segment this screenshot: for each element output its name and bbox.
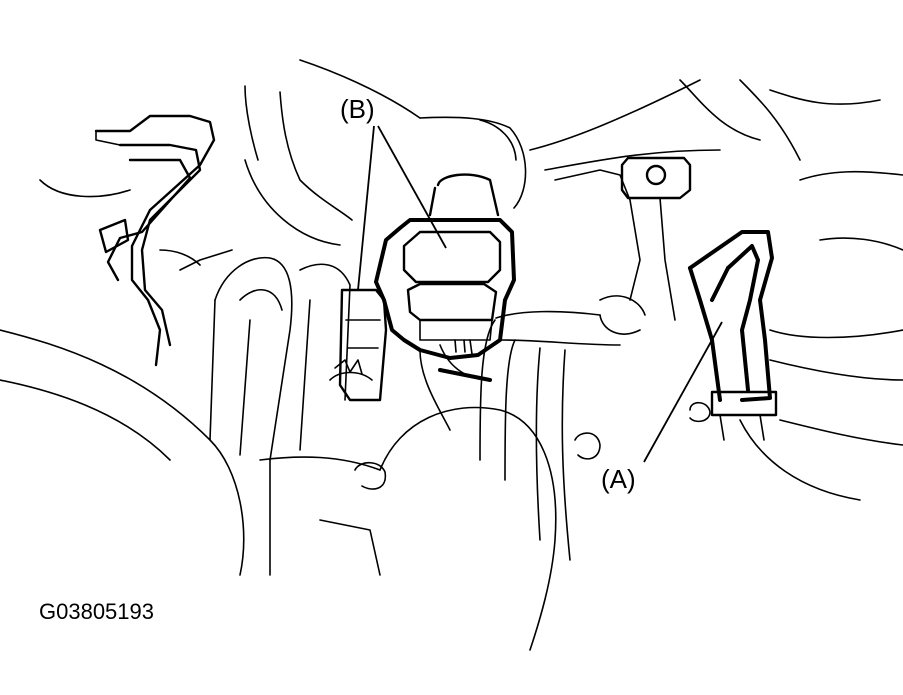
callout-b-label: (B) [340, 94, 375, 124]
leader-b-1 [357, 125, 375, 291]
leader-lines [357, 125, 723, 463]
connector-b-left [329, 288, 388, 402]
connector-b-main [374, 173, 516, 360]
lower-housing [259, 295, 646, 651]
mount-bracket [554, 156, 692, 321]
callout-a-label: (A) [601, 464, 636, 494]
left-hose-bundle [159, 249, 351, 461]
leader-b-2 [377, 125, 447, 249]
part-a-hose [688, 230, 903, 501]
figure-code: G03805193 [39, 599, 154, 624]
leader-a [643, 321, 723, 463]
wire-harness [419, 310, 621, 561]
left-bracket-tubes [0, 114, 245, 576]
upper-hoses [244, 59, 903, 251]
